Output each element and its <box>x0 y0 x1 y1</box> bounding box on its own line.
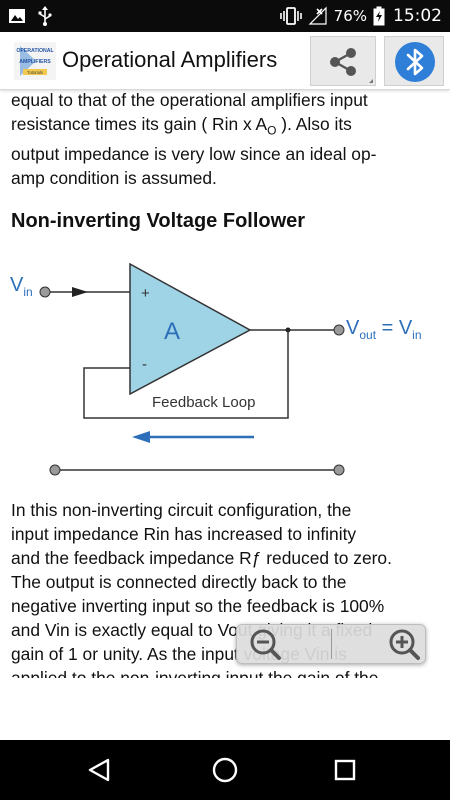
back-icon <box>88 758 110 782</box>
text-fragment: ). Also its <box>276 114 352 134</box>
bluetooth-button[interactable] <box>384 36 444 86</box>
opamp-triangle <box>129 262 252 396</box>
logo-text-3: Tutorials <box>27 70 43 75</box>
zoom-out-button[interactable] <box>237 625 331 663</box>
text-fragment: resistance times its gain ( Rin x A <box>11 114 268 134</box>
back-button[interactable] <box>68 748 128 792</box>
battery-percent: 76% <box>333 7 367 25</box>
voltage-follower-diagram: Vin + - A Vout = Vin Feedback Loop <box>10 262 422 476</box>
vibrate-icon <box>279 7 302 25</box>
image-icon <box>9 9 25 23</box>
section-heading: Non-inverting Voltage Follower <box>11 210 306 232</box>
output-terminal <box>333 324 345 336</box>
feedback-label: Feedback Loop <box>152 394 255 411</box>
text-line: input impedance Rin has increased to inf… <box>11 524 357 544</box>
clock: 15:02 <box>393 6 442 26</box>
usb-icon <box>38 6 52 26</box>
share-icon <box>330 48 373 83</box>
text-line: equal to that of the operational amplifi… <box>11 90 368 110</box>
logo-text-1: OPERATIONAL <box>16 48 54 54</box>
vout-label: Vout = Vin <box>346 317 422 342</box>
battery-charging-icon <box>373 6 385 26</box>
plus-sign: + <box>141 285 150 302</box>
feedback-arrow-head <box>132 431 150 443</box>
zoom-out-icon <box>250 629 281 660</box>
navigation-bar <box>0 740 450 800</box>
share-button[interactable] <box>310 36 376 86</box>
intro-paragraph: equal to that of the operational amplifi… <box>11 90 441 190</box>
status-right: 76% 15:02 <box>279 4 442 28</box>
zoom-divider <box>331 629 332 659</box>
ground-terminal-left <box>49 464 61 476</box>
input-terminal <box>39 286 51 298</box>
text-line: negative inverting input so the feedback… <box>11 596 385 616</box>
input-arrow <box>72 287 88 297</box>
app-logo: OPERATIONAL AMPLIFIERS Tutorials <box>14 42 56 80</box>
vin-label: Vin <box>10 274 33 299</box>
status-bar: 76% 15:02 <box>0 0 450 32</box>
home-button[interactable] <box>195 748 255 792</box>
recents-button[interactable] <box>315 748 375 792</box>
zoom-in-icon <box>389 629 420 660</box>
status-left <box>8 6 52 26</box>
ground-terminal-right <box>333 464 345 476</box>
recents-icon <box>334 759 356 781</box>
text-line: The output is connected directly back to… <box>11 572 347 592</box>
feedback-wire <box>83 330 289 419</box>
text-line: output impedance is very low since an id… <box>11 144 377 165</box>
app-title: Operational Amplifiers <box>62 47 278 72</box>
amp-label: A <box>164 318 180 345</box>
logo-text-2: AMPLIFIERS <box>19 59 51 65</box>
zoom-controls <box>236 624 426 664</box>
text-line: applied to the non-inverting input the g… <box>11 668 379 678</box>
text-line: and the feedback impedance Rƒ reduced to… <box>11 548 392 568</box>
text-line: resistance times its gain ( Rin x AO ). … <box>11 112 441 142</box>
text-line: amp condition is assumed. <box>11 168 217 189</box>
app-bar: OPERATIONAL AMPLIFIERS Tutorials Operati… <box>0 32 450 90</box>
text-line: In this non-inverting circuit configurat… <box>11 500 352 520</box>
zoom-in-button[interactable] <box>332 625 426 663</box>
article-content[interactable]: equal to that of the operational amplifi… <box>0 90 450 678</box>
bluetooth-icon <box>395 42 435 82</box>
subscript: O <box>267 123 277 138</box>
no-signal-icon <box>308 6 327 25</box>
home-icon <box>212 757 238 783</box>
minus-sign: - <box>142 356 147 373</box>
